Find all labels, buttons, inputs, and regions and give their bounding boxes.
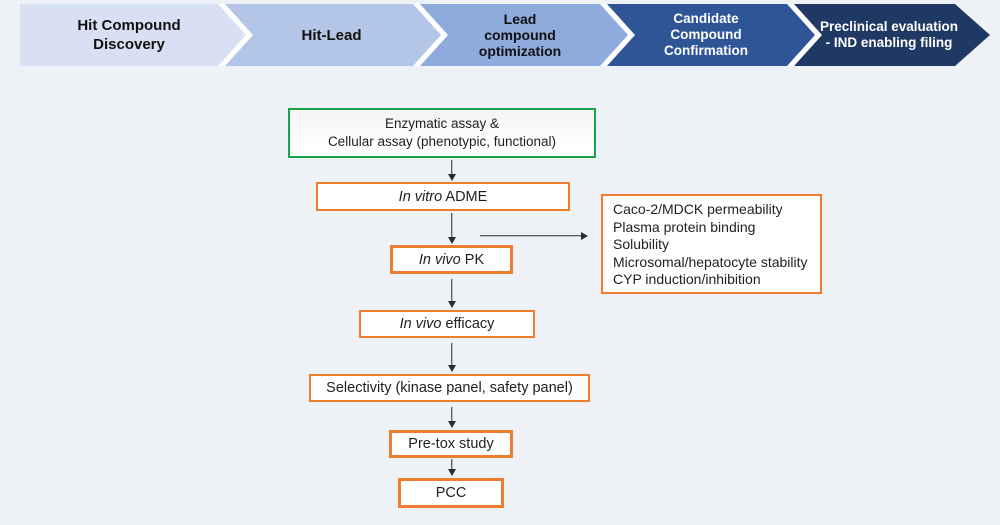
pipeline-stage-hit-compound-discovery: Hit Compound Discovery [77,17,181,53]
in-vivo-italic: In vivo [418,251,461,268]
down-arrow-6 [447,459,456,476]
side-box-item: Solubility [613,236,670,253]
pcc-box: PCC [398,478,504,508]
pre-tox-study-box: Pre-tox study [389,430,513,458]
in-vitro-adme-box: In vitro ADME [316,182,570,211]
in-vivo-pk-label: In vivo PK [419,252,484,268]
selectivity-label: Selectivity (kinase panel, safety panel) [326,380,573,396]
adme-text: ADME [442,188,488,205]
chevron-stage-3-shape [409,4,628,66]
down-arrow-5 [447,407,456,428]
pipeline-stage-hit-lead: Hit-Lead [301,26,362,44]
down-arrow-3 [447,279,456,308]
in-vivo-efficacy-box: In vivo efficacy [359,310,535,338]
efficacy-text: efficacy [441,316,495,332]
pipeline-stage-lead-compound-optimization: Lead compound optimization [478,11,562,59]
in-vivo-pk-box: In vivo PK [390,245,513,274]
pcc-label: PCC [435,485,467,501]
side-box-item: Caco-2/MDCK permeability [613,201,783,217]
pipeline-stage-candidate-compound-confirmation: Candidate Compound Confirmation [664,11,748,58]
selectivity-box: Selectivity (kinase panel, safety panel) [309,374,590,402]
side-box-item: Plasma protein binding [613,218,756,235]
side-box-item: CYP induction/inhibition [613,271,761,288]
assay-box-label: Enzymatic assay & Cellular assay (phenot… [327,116,557,149]
in-vivo-efficacy-italic: In vivo [399,316,442,332]
chevron-stage-4-shape [596,4,815,66]
down-arrow-4 [447,343,456,372]
down-arrow-2 [447,213,456,244]
side-box-item: Microsomal/hepatocyte stability [613,253,808,270]
pipeline-stage-preclinical-evaluation: Preclinical evaluation - IND enabling fi… [819,19,959,50]
down-arrow-1 [447,160,456,181]
right-arrow-to-adme-details [480,231,588,240]
in-vitro-italic: In vitro [398,188,443,205]
chevron-stage-2-shape [214,4,441,66]
in-vitro-adme-label: In vitro ADME [399,189,488,205]
assay-box: Enzymatic assay & Cellular assay (phenot… [288,108,596,158]
chevron-stage-1-shape [20,4,246,66]
pipeline-chevron-bar [20,4,990,66]
pk-text: PK [460,251,485,268]
pre-tox-study-label: Pre-tox study [408,436,494,452]
in-vivo-efficacy-label: In vivo efficacy [400,316,495,332]
chevron-stage-5-shape [782,4,990,66]
